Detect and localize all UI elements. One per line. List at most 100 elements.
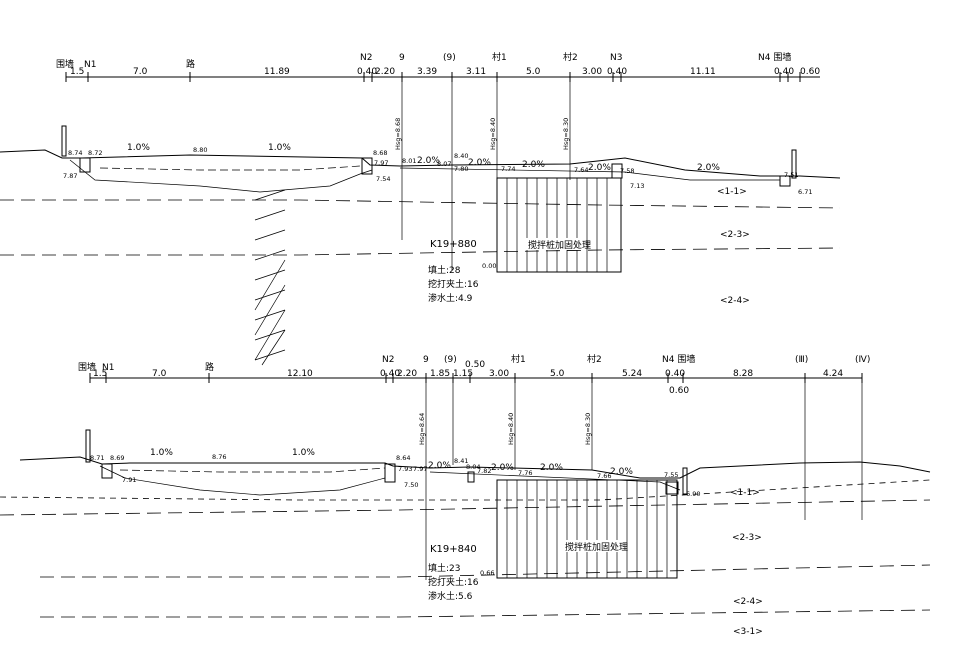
elevation-label: 8.41	[454, 457, 468, 465]
label-n1: N1	[102, 363, 114, 373]
label-iv: (Ⅳ)	[855, 355, 870, 365]
elevation-label: 7.93	[398, 465, 412, 473]
dim-value: 0.40	[665, 369, 685, 379]
subgrade-line	[69, 159, 373, 193]
dim-value: 3.39	[417, 67, 437, 77]
layer-boundary	[0, 247, 841, 256]
label-n4-wall: N4 围墙	[758, 51, 791, 63]
elevation-label: 7.97	[374, 159, 388, 167]
elevation-label: 6.71	[798, 188, 812, 196]
treatment-label: 搅拌桩加固处理	[565, 541, 628, 553]
layer-boundary	[0, 499, 931, 516]
label-road: 路	[186, 58, 195, 70]
label-n1: N1	[84, 60, 96, 70]
treatment-label: 搅拌桩加固处理	[528, 239, 591, 251]
existing-ground	[99, 165, 361, 171]
elevation-label: 8.68	[373, 149, 387, 157]
slope-label: 2.0%	[522, 160, 545, 170]
slope-label: 1.0%	[268, 143, 291, 153]
dim-value: 2.20	[397, 369, 417, 379]
design-surface	[0, 149, 841, 179]
design-surface	[19, 456, 931, 479]
dim-value: 7.0	[152, 369, 167, 379]
label-village-1: 村1	[511, 353, 526, 365]
dim-value: 1.85	[430, 369, 450, 379]
slope-label: 2.0%	[540, 463, 563, 473]
dim-value: 7.0	[133, 67, 148, 77]
dim-value: 2.20	[375, 67, 395, 77]
slope-label: 2.0%	[491, 463, 514, 473]
elevation-label: 7.58	[620, 167, 634, 175]
dim-value: 11.89	[264, 67, 290, 77]
dim-value: 3.00	[489, 369, 509, 379]
elevation-label: 7.80	[454, 165, 468, 173]
dim-value: 3.11	[466, 67, 486, 77]
elevation-label: 7.76	[518, 469, 532, 477]
slope-label: 2.0%	[610, 467, 633, 477]
layer-boundary	[40, 609, 931, 618]
label-road: 路	[205, 361, 214, 373]
dimension-ticks	[89, 373, 863, 383]
road-base	[399, 167, 780, 181]
elevation-label: 8.64	[396, 454, 410, 462]
dim-value: 1.15	[453, 369, 473, 379]
slope-label: 1.0%	[150, 448, 173, 458]
slope-label: 2.0%	[428, 461, 451, 471]
slope-label: 2.0%	[697, 163, 720, 173]
quantity-label: 挖打夹土:16	[428, 278, 479, 290]
dim-value: 0.40	[380, 369, 400, 379]
dim-value: 5.0	[550, 369, 565, 379]
quantity-label: 挖打夹土:16	[428, 576, 479, 588]
wall-left	[61, 125, 67, 157]
elevation-label: 7.66	[597, 472, 611, 480]
dim-value: 0.50	[465, 360, 485, 370]
dim-value: 1.5	[93, 369, 107, 379]
elevation-label: 7.54	[376, 175, 390, 183]
elevation-label: 8.69	[110, 454, 124, 462]
label-village-2: 村2	[563, 51, 578, 63]
hsg-label: Hsg=8.68	[394, 118, 402, 150]
elevation-label: 8.04	[466, 463, 480, 471]
elevation-label: 7.82	[477, 467, 491, 475]
elevation-label: 8.40	[454, 152, 468, 160]
pile-hatch	[506, 480, 668, 578]
dim-value: 0.60	[669, 386, 689, 396]
label-n2: N2	[360, 53, 372, 63]
label-9: 9	[423, 355, 429, 365]
slope-label: 2.0%	[417, 156, 440, 166]
quantity-label: 渗水土:5.6	[428, 590, 473, 602]
hsg-label: Hsg=8.64	[418, 413, 426, 445]
elevation-label: 6.90	[686, 490, 700, 498]
treatment-label-bg	[562, 540, 622, 552]
label-wall-left: 围墙	[56, 58, 74, 70]
elevation-label: 8.07	[437, 160, 451, 168]
elevation-label: 7.13	[630, 182, 644, 190]
layer-tag: <2-3>	[732, 533, 762, 543]
elevation-label: 8.76	[212, 453, 226, 461]
elevation-label: 0.66	[480, 569, 494, 577]
pile-hatch	[506, 178, 608, 272]
elevation-label: 7.50	[404, 481, 418, 489]
ditch-left	[101, 463, 113, 479]
elevation-label: 7.51	[784, 171, 798, 179]
ditch-left	[79, 157, 91, 173]
hsg-label: Hsg=8.30	[584, 413, 592, 445]
slope-label: 1.0%	[127, 143, 150, 153]
layer-tag: <2-4>	[720, 296, 750, 306]
slope-label: 2.0%	[468, 158, 491, 168]
label-n3: N3	[610, 53, 622, 63]
label-village-2: 村2	[587, 353, 602, 365]
label-9: 9	[399, 53, 405, 63]
treatment-label-bg	[525, 238, 585, 250]
elevation-label: 7.64	[574, 166, 588, 174]
quantity-label: 填土:28	[428, 264, 461, 276]
layer-tag: <2-4>	[733, 597, 763, 607]
slope-label: 2.0%	[588, 163, 611, 173]
wall-right	[682, 467, 688, 495]
road-base	[429, 471, 681, 491]
elevation-label: 7.55	[664, 471, 678, 479]
quantity-label: 渗水土:4.9	[428, 292, 473, 304]
ditch-mid	[361, 157, 373, 175]
label-village-1: 村1	[492, 51, 507, 63]
